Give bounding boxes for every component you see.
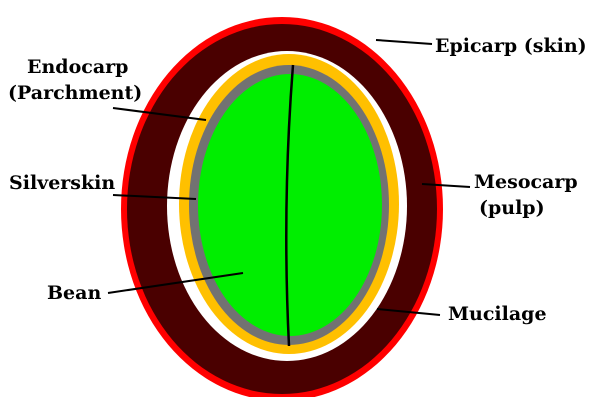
endocarp-label-line2: (Parchment): [8, 82, 142, 104]
mesocarp-label-line1: Mesocarp: [474, 171, 578, 193]
bean-label: Bean: [47, 282, 101, 304]
mesocarp-label-line2: (pulp): [479, 197, 545, 219]
epicarp-leader: [376, 40, 432, 44]
mucilage-label: Mucilage: [448, 303, 547, 325]
epicarp-label: Epicarp (skin): [435, 35, 587, 57]
endocarp-label-line1: Endocarp: [27, 56, 128, 78]
silverskin-label: Silverskin: [9, 172, 115, 194]
